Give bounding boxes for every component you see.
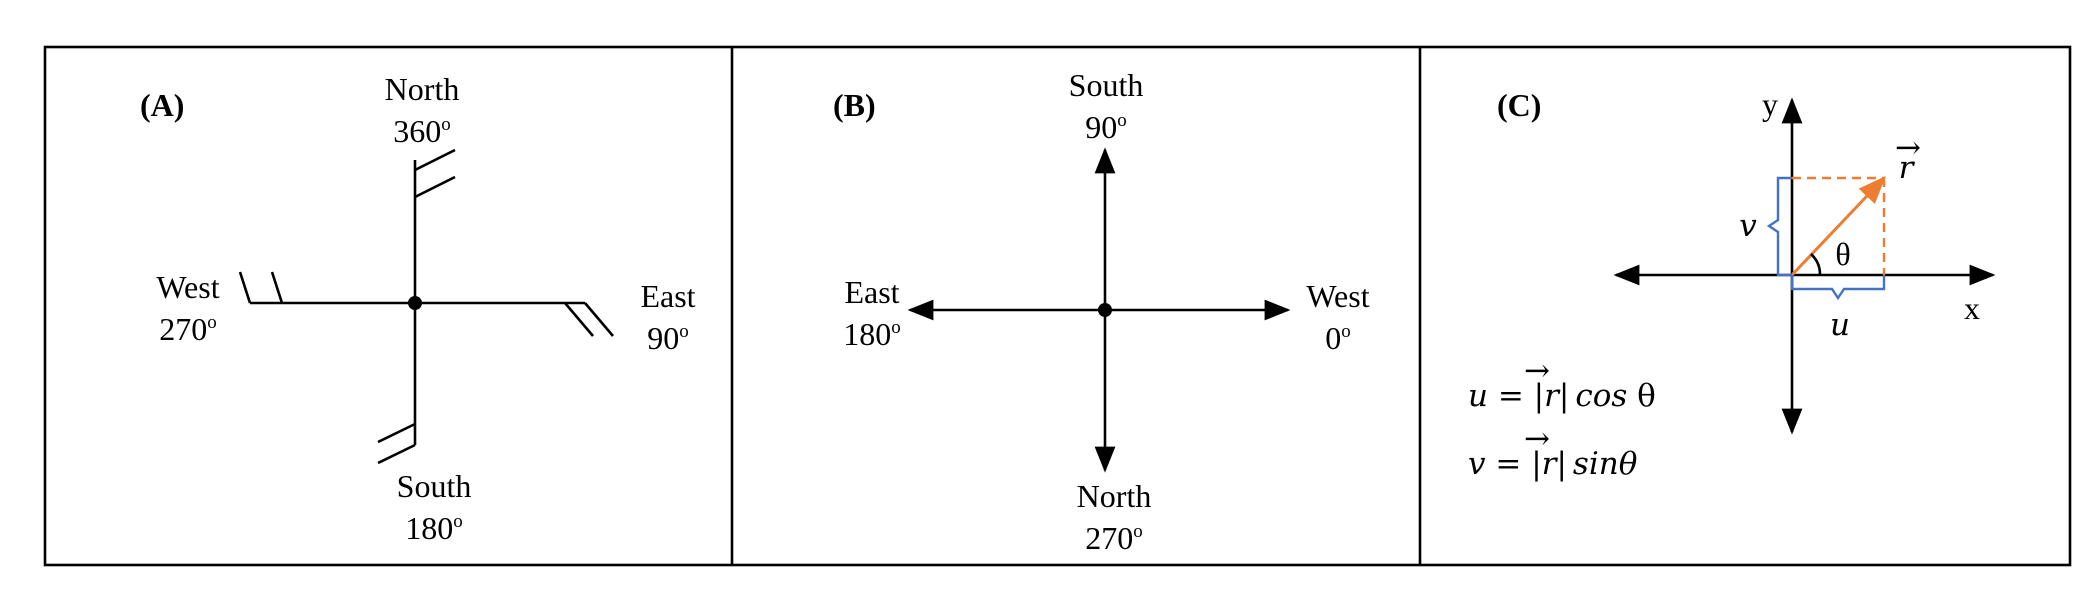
panel-a-origin-dot	[408, 296, 422, 310]
panel-a-south-degrees: 180o	[405, 510, 463, 546]
panel-a-north-label: North	[385, 71, 460, 107]
panel-c-equation-v-arrow: →	[1524, 421, 1550, 457]
panel-c: (C) y x r → θ v u u = |r|cos θ → v = |r|…	[1468, 86, 1996, 482]
panel-c-angle-arc	[1810, 253, 1822, 276]
panel-c-label: (C)	[1497, 87, 1541, 123]
north-barb-2	[414, 175, 456, 199]
panel-b-top-degrees: 90o	[1085, 109, 1127, 145]
panel-c-v-label: v	[1739, 208, 1757, 244]
panel-b-top-label: South	[1069, 67, 1144, 103]
outer-frame	[43, 45, 2072, 567]
south-barb-1	[377, 422, 416, 444]
panel-c-vector-r	[1790, 175, 1886, 277]
panel-b-bottom-label: North	[1077, 478, 1152, 514]
panel-b-right-label: West	[1306, 278, 1369, 314]
east-barb-1	[584, 302, 614, 337]
panel-c-vector-r-label: r	[1899, 150, 1916, 186]
panel-a-label: (A)	[140, 87, 184, 123]
panel-b-origin-dot	[1098, 303, 1112, 317]
panel-c-angle-label: θ	[1835, 236, 1850, 272]
north-barb-1	[414, 148, 456, 172]
panel-a-east-label: East	[640, 278, 695, 314]
panel-a: (A) North 360o East 90o South 180o West …	[140, 71, 696, 546]
panel-c-u-label: u	[1830, 307, 1850, 343]
panel-c-equation-v: v = |r|sinθ	[1468, 446, 1638, 482]
panel-a-south-label: South	[397, 468, 472, 504]
panel-b-left-degrees: 180o	[843, 316, 901, 352]
west-barb-1	[238, 271, 252, 304]
panel-a-west-label: West	[156, 269, 219, 305]
panel-a-east-degrees: 90o	[647, 320, 689, 356]
panel-a-north-degrees: 360o	[393, 113, 451, 149]
panel-b-left-label: East	[844, 274, 899, 310]
panel-c-u-brace	[1790, 275, 1886, 301]
panel-c-v-brace	[1766, 176, 1792, 277]
panel-b-right-degrees: 0o	[1325, 320, 1351, 356]
panel-c-y-axis-label: y	[1762, 86, 1778, 122]
panel-b: (B) South 90o East 180o West 0o North 27…	[833, 67, 1370, 556]
panel-b-label: (B)	[833, 87, 876, 123]
panel-c-equation-u-arrow: →	[1524, 353, 1550, 389]
panel-b-bottom-degrees: 270o	[1085, 520, 1143, 556]
east-barb-2	[564, 302, 594, 337]
panel-a-west-degrees: 270o	[159, 311, 217, 347]
west-barb-2	[270, 271, 284, 304]
panel-c-equation-u: u = |r|cos θ	[1468, 378, 1656, 414]
south-barb-2	[377, 443, 416, 465]
panel-c-vector-r-arrow: →	[1895, 130, 1921, 166]
panel-c-x-axis-label: x	[1964, 290, 1980, 326]
